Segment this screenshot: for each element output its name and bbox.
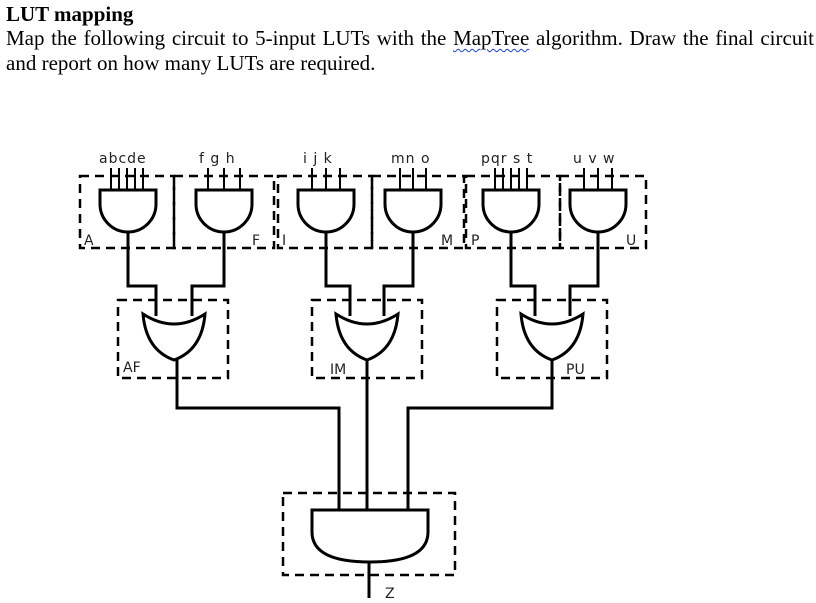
question-paragraph: Map the following circuit to 5-input LUT… bbox=[6, 26, 814, 76]
node-label-M: M bbox=[441, 233, 453, 249]
algorithm-name: MapTree bbox=[453, 26, 530, 50]
question-part1: Map the following circuit to 5-input LUT… bbox=[6, 26, 454, 50]
node-label-A: A bbox=[84, 233, 94, 249]
and-gate-M bbox=[383, 188, 443, 234]
node-label-U: U bbox=[626, 233, 636, 249]
and-gate-Z bbox=[310, 508, 430, 564]
and-gate-P bbox=[481, 188, 541, 234]
and-gate-I bbox=[296, 188, 356, 234]
node-label-IM: IM bbox=[330, 362, 346, 378]
section-heading: LUT mapping bbox=[6, 2, 134, 26]
node-label-PU: PU bbox=[566, 362, 585, 378]
input-label-abcde: abcde bbox=[99, 151, 147, 167]
question-part2: algorithm. Draw the final circuit and re… bbox=[6, 26, 814, 75]
node-label-F: F bbox=[252, 233, 260, 249]
or-gate-IM bbox=[334, 311, 400, 362]
question-text-block: LUT mapping Map the following circuit to… bbox=[6, 2, 814, 76]
lut-box-Z bbox=[281, 491, 457, 577]
and-gate-A bbox=[98, 188, 158, 234]
input-label-pqrst: pqr s t bbox=[481, 151, 533, 167]
node-label-Z: Z bbox=[385, 586, 395, 602]
and-gate-U bbox=[568, 188, 628, 234]
node-label-I: I bbox=[282, 233, 286, 249]
input-label-uvw: u v w bbox=[573, 151, 616, 167]
lut-box-AF bbox=[116, 298, 230, 380]
lut-box-M bbox=[370, 174, 466, 250]
lut-box-U bbox=[558, 174, 648, 250]
input-label-fgh: f g h bbox=[199, 151, 236, 167]
input-label-mno: mn o bbox=[391, 151, 431, 167]
node-label-P: P bbox=[471, 233, 479, 249]
and-gate-F bbox=[194, 188, 254, 234]
or-gate-PU bbox=[519, 311, 585, 362]
input-label-ijk: i j k bbox=[303, 151, 333, 167]
or-gate-AF bbox=[141, 311, 207, 362]
lut-box-P bbox=[464, 174, 562, 250]
node-label-AF: AF bbox=[123, 360, 141, 376]
